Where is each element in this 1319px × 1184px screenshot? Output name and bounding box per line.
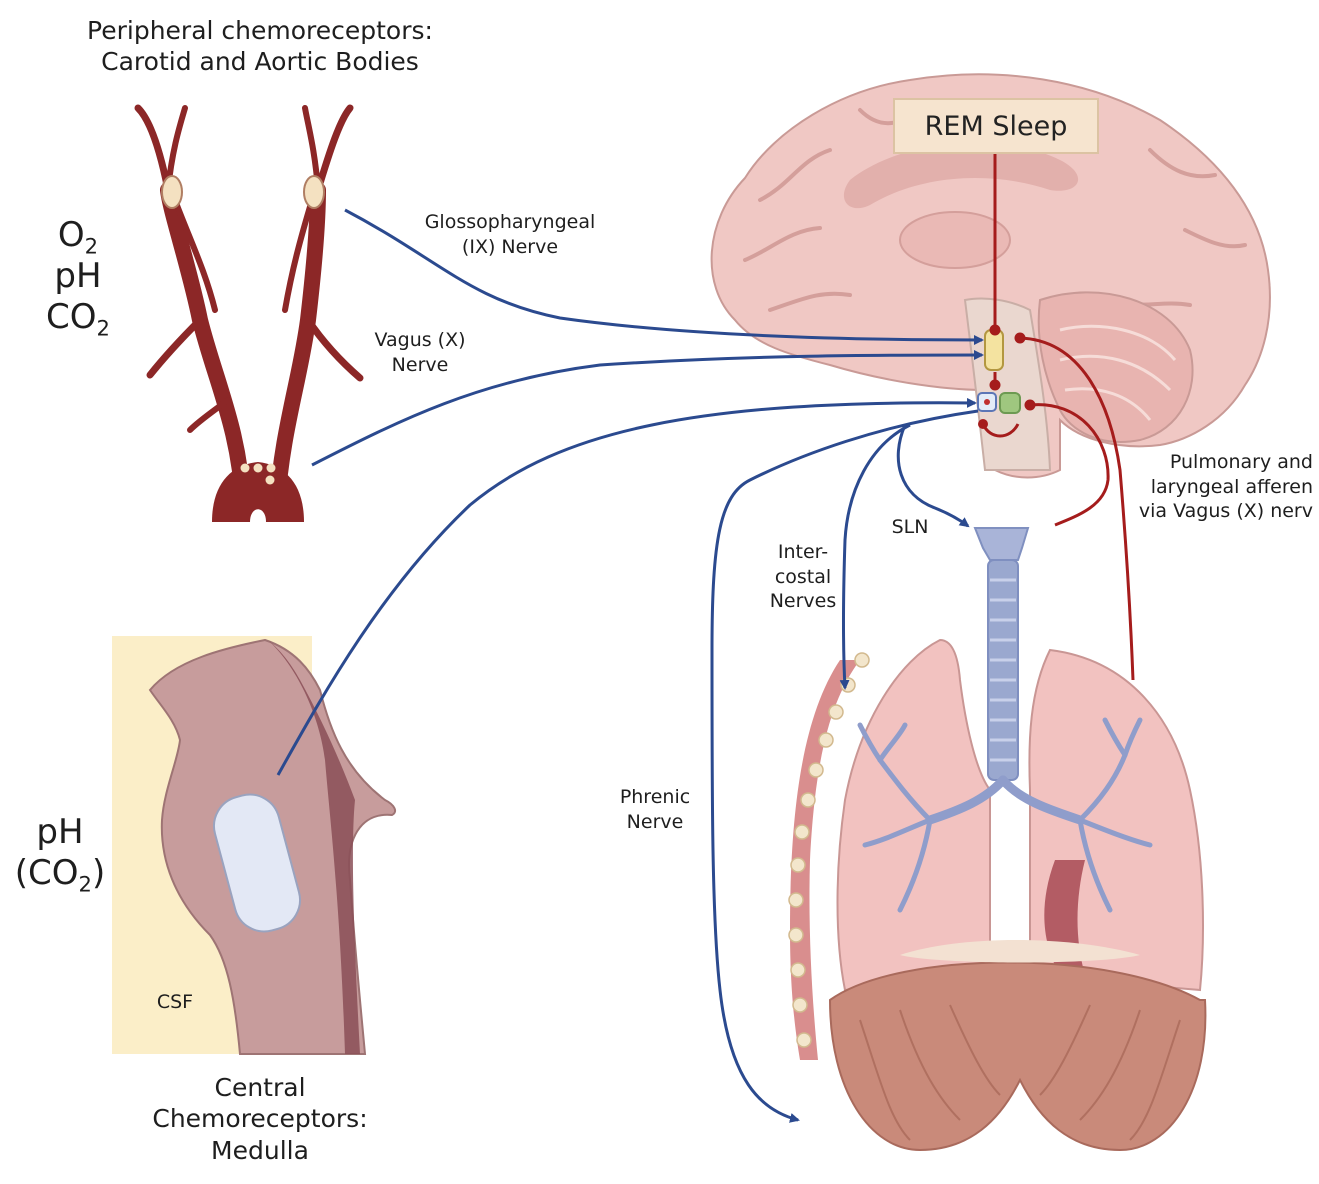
synapse-icon <box>990 380 1001 391</box>
sln-text: SLN <box>892 516 929 538</box>
central-co2-subscript: 2 <box>79 871 92 896</box>
pulmonary-line1: Pulmonary and <box>1113 450 1313 475</box>
vagus-line1: Vagus (X) <box>350 328 490 353</box>
trachea-icon <box>975 528 1028 780</box>
vagus-line2: Nerve <box>350 353 490 378</box>
rem-sleep-box: REM Sleep <box>893 98 1099 154</box>
synapse-icon <box>978 419 988 429</box>
csf-text: CSF <box>157 991 193 1013</box>
carotid-aortic-arteries-icon <box>138 108 360 505</box>
peripheral-stimuli: O2 pH CO2 <box>28 215 128 337</box>
lungs-icon <box>838 640 1203 990</box>
central-co2-close: ) <box>92 853 105 893</box>
o2-label: O2 <box>28 215 128 256</box>
peripheral-chemoreceptors-title: Peripheral chemoreceptors: Carotid and A… <box>40 15 480 78</box>
brainstem-nucleus-icon <box>985 330 1003 370</box>
glossopharyngeal-line1: Glossopharyngeal <box>400 210 620 235</box>
carotid-body-icon <box>162 176 182 208</box>
peripheral-title-line2: Carotid and Aortic Bodies <box>40 46 480 77</box>
central-title-line1: Central <box>110 1072 410 1103</box>
glossopharyngeal-line2: (IX) Nerve <box>400 235 620 260</box>
central-ph-label: pH <box>0 812 120 853</box>
glossopharyngeal-nerve-label: Glossopharyngeal (IX) Nerve <box>400 210 620 259</box>
central-title-line2: Chemoreceptors: <box>110 1103 410 1134</box>
intercostal-line1: Inter- <box>748 540 858 565</box>
brainstem-nucleus-icon <box>984 399 990 405</box>
pulmonary-line2: laryngeal afferen <box>1113 475 1313 500</box>
synapse-icon <box>1015 333 1026 344</box>
o2-subscript: 2 <box>85 233 98 258</box>
central-co2-label: (CO2) <box>0 853 120 894</box>
rem-sleep-label: REM Sleep <box>925 111 1068 142</box>
sln-label: SLN <box>880 515 940 540</box>
central-chemoreceptors-title: Central Chemoreceptors: Medulla <box>110 1072 410 1166</box>
aortic-body-icon <box>254 464 263 473</box>
vagus-nerve-label: Vagus (X) Nerve <box>350 328 490 377</box>
aortic-body-icon <box>241 464 250 473</box>
pulmonary-line3: via Vagus (X) nerv <box>1113 499 1313 524</box>
ph-label: pH <box>28 256 128 297</box>
peripheral-title-line1: Peripheral chemoreceptors: <box>40 15 480 46</box>
csf-label: CSF <box>140 990 210 1015</box>
aortic-body-icon <box>266 476 275 485</box>
intercostal-nerves-label: Inter- costal Nerves <box>748 540 858 614</box>
central-stimuli: pH (CO2) <box>0 812 120 894</box>
synapse-icon <box>990 325 1001 336</box>
pulmonary-afferents-label: Pulmonary and laryngeal afferen via Vagu… <box>1113 450 1313 524</box>
aortic-body-icon <box>267 464 276 473</box>
co2-text: CO <box>46 297 97 337</box>
central-title-line3: Medulla <box>110 1135 410 1166</box>
co2-subscript: 2 <box>97 315 110 340</box>
carotid-body-icon <box>304 176 324 208</box>
superior-laryngeal-nerve <box>898 425 968 526</box>
synapse-icon <box>1025 400 1036 411</box>
phrenic-nerve-label: Phrenic Nerve <box>600 785 710 834</box>
phrenic-line2: Nerve <box>600 810 710 835</box>
phrenic-line1: Phrenic <box>600 785 710 810</box>
intercostal-line3: Nerves <box>748 589 858 614</box>
o2-text: O <box>58 215 85 255</box>
co2-label: CO2 <box>28 297 128 338</box>
brainstem-nucleus-icon <box>1000 393 1020 413</box>
central-co2-text: (CO <box>15 853 79 893</box>
intercostal-line2: costal <box>748 565 858 590</box>
